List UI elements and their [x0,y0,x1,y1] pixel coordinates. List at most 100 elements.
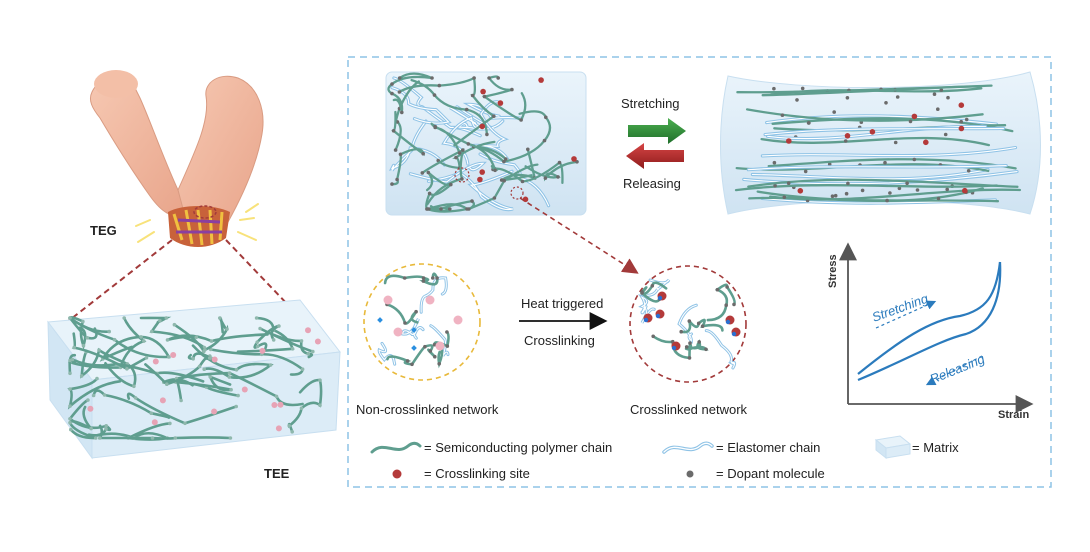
dopant-molecule [234,368,239,372]
dopant-molecule [133,396,138,400]
dopant-molecule [81,319,85,324]
dopant-cluster [275,425,282,432]
dopant-molecule [445,344,450,348]
dopant-molecule [449,182,453,187]
dopant-molecule [274,394,279,399]
dopant-molecule [575,160,579,164]
dopant-molecule [457,151,462,155]
polymer-chain [144,323,213,386]
dopant-cluster [277,401,284,408]
polymer-chain [524,160,579,182]
dopant-molecule [86,398,90,402]
legend: = Semiconducting polymer chain = Elastom… [370,435,959,481]
dopant-molecule [300,367,305,372]
dopant-molecule [150,436,155,440]
dopant-molecule [482,94,487,99]
releasing-label: Releasing [623,176,681,191]
teg-label: TEG [90,223,117,238]
crosslinking-label: Crosslinking [524,333,595,348]
dopant-pair [393,327,403,337]
y-axis-label: Stress [827,254,839,288]
dopant-molecule [466,142,471,146]
dopant-molecule [888,191,892,195]
polymer-chain [71,332,148,371]
dopant-molecule [945,187,949,192]
dopant-molecule-icon [686,470,694,478]
relaxed-network-matrix [385,71,587,216]
dopant-molecule [104,424,108,428]
dopant-molecule [421,151,426,156]
crosslinked-caption: Crosslinked network [630,402,748,417]
dopant-molecule [715,287,720,292]
dopant-molecule [398,152,403,157]
stress-strain-graph: Stress Strain Stretching Releasing [827,242,1034,421]
crosslinking-site-icon [392,469,402,479]
dopant-molecule [786,181,791,185]
dopant-molecule [454,155,458,160]
dopant-molecule [112,337,117,342]
polymer-chain [203,316,229,352]
crosslinking-site [844,133,851,139]
dopant-molecule [651,334,655,339]
crosslinker-molecule [643,317,649,323]
dopant-molecule [390,82,394,86]
dopant-molecule [258,326,262,331]
dopant-molecule [780,113,785,117]
crosslinker-molecule [377,317,383,323]
dopant-molecule [964,117,969,122]
dopant-molecule [435,276,439,280]
crosslinking-site [923,139,929,146]
dopant-molecule [912,157,917,162]
left-panel: TEG TEE [47,70,341,481]
elastomer-chain-core [751,168,989,180]
crosslinker-molecule [731,331,737,337]
non-crosslinked-network [363,263,481,381]
dopant-molecule [437,362,442,366]
elastomer-chain-core [391,87,450,124]
dopant-molecule [905,181,909,185]
legend-semiconducting: = Semiconducting polymer chain [370,440,612,455]
dopant-molecule [782,195,787,199]
dopant-molecule [496,76,501,80]
schematic-frame [347,56,1052,488]
dopant-cluster [87,405,94,412]
dopant-molecule [290,347,295,351]
dopant-molecule [688,341,692,345]
dopant-molecule [846,181,850,186]
dopant-molecule [271,338,276,342]
dopant-molecule [397,76,402,80]
dopant-molecule [732,302,736,307]
elastomer-chain-core [442,107,480,165]
dopant-molecule [427,191,432,196]
dopant-molecule [168,421,172,426]
crosslinker-molecule [657,295,663,301]
crosslinking-site [479,123,486,130]
dopant-molecule [897,186,902,191]
elastomer-chain-core [409,162,485,183]
dopant-molecule [772,160,777,165]
arm-illustration [89,70,264,232]
dopant-molecule [165,382,169,387]
dopant-molecule [203,348,207,352]
dopant-molecule [122,316,126,320]
legend-elastomer: = Elastomer chain [662,440,820,455]
dopant-molecule [287,424,292,428]
crosslinking-site [869,129,876,135]
dopant-molecule [439,207,443,211]
dopant-molecule [132,384,136,389]
legend-crosslinking-label: = Crosslinking site [424,466,530,481]
dopant-molecule [687,356,692,360]
elastomer-chain-core [402,318,424,339]
zoom-line-left [61,239,173,327]
dopant-molecule [142,339,146,343]
crosslinking-site [522,196,529,203]
releasing-direction-arrow [925,355,983,386]
polymer-chain [126,392,238,425]
legend-dopant-label: = Dopant molecule [716,466,825,481]
dopant-molecule [650,284,655,288]
dopant-molecule [164,316,169,320]
dopant-cluster [159,397,166,404]
dopant-molecule [860,188,865,193]
dopant-molecule [102,393,107,397]
